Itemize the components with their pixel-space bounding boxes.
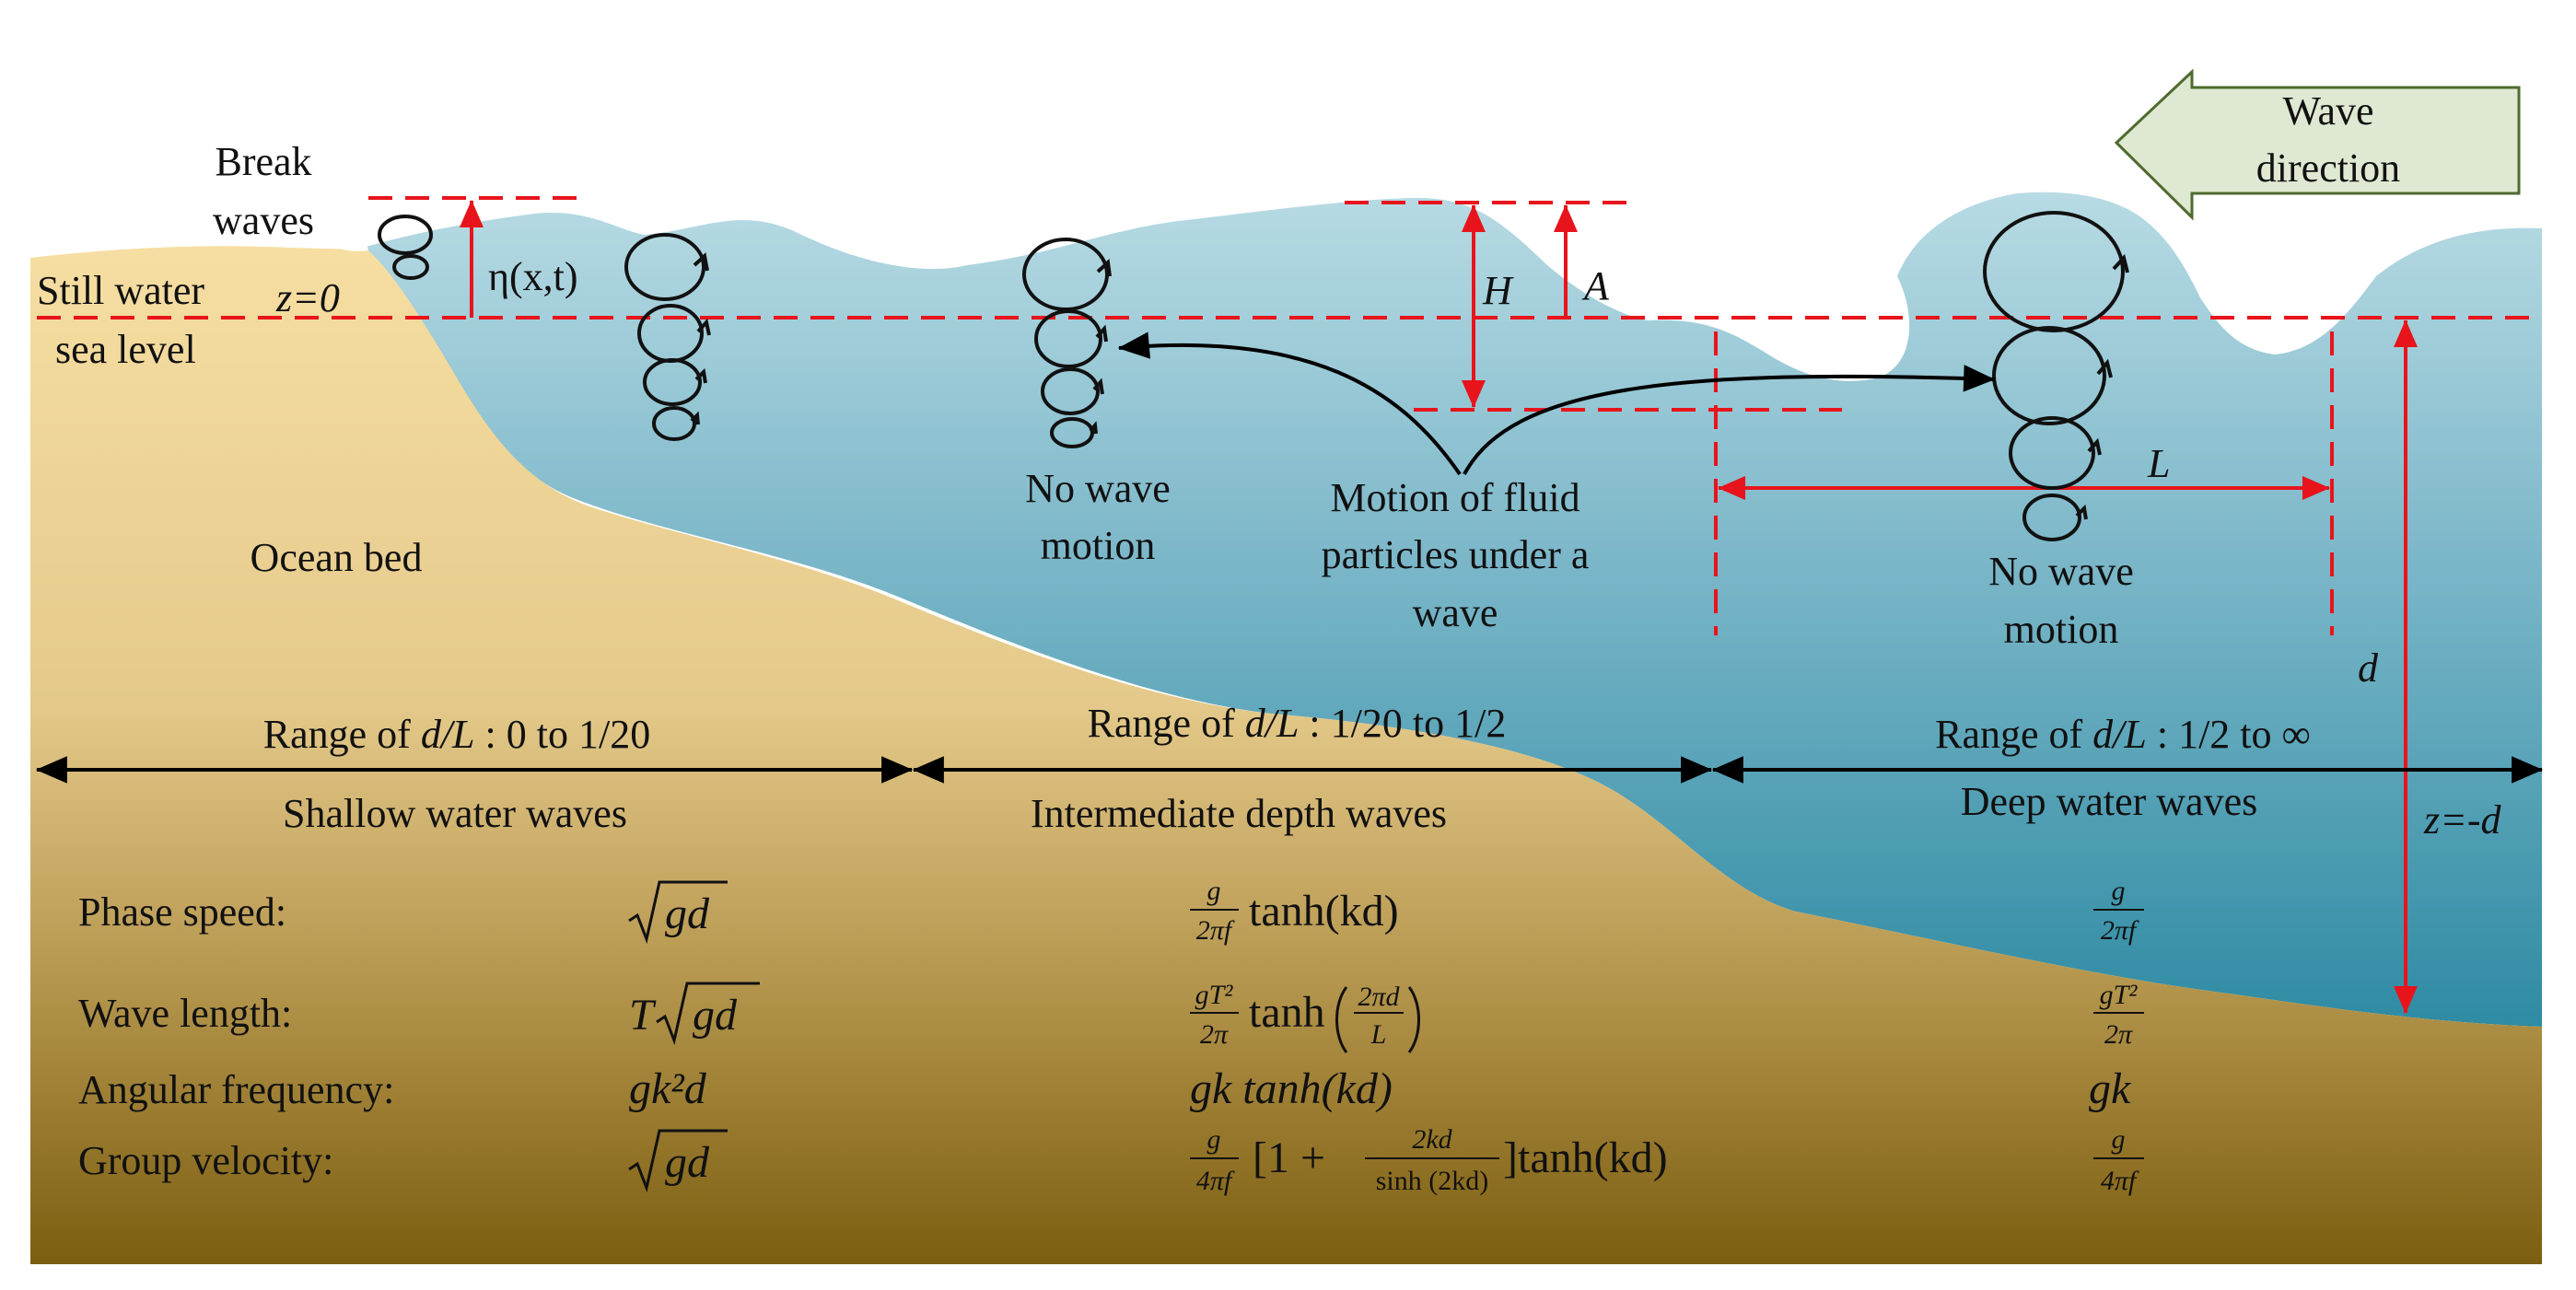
no-wave-right-label-1: No wave [1988,549,2134,594]
svg-text:g: g [1207,876,1221,906]
ocean-bed-label: Ocean bed [251,535,423,580]
name-intermediate: Intermediate depth waves [1031,791,1447,836]
name-shallow: Shallow water waves [283,791,627,836]
no-wave-left-label-1: No wave [1025,466,1171,511]
break-waves-label-2: waves [213,198,314,243]
svg-text:gT²: gT² [1195,980,1234,1010]
fluid-motion-label-2: particles under a [1322,532,1590,577]
intermediate-wave-length: gT² 2π tanh 2πd L [1190,980,1420,1053]
svg-text:tanh: tanh [1249,988,1325,1037]
orbit-mid-2 [1034,309,1102,368]
svg-text:2kd: 2kd [1412,1124,1452,1155]
zd-label: z=-d [2423,797,2501,843]
row-phase-speed: Phase speed: [78,889,286,935]
svg-text:T: T [629,991,657,1040]
svg-text:g: g [2112,876,2126,906]
svg-text:L: L [1370,1019,1387,1050]
svg-text:g: g [2112,1124,2126,1155]
deep-wave-length: gT² 2π [2093,980,2144,1050]
svg-text:tanh(kd): tanh(kd) [1249,887,1399,936]
no-wave-left-label-2: motion [1041,523,1156,568]
H-label: H [1482,268,1514,313]
intermediate-angular-frequency: gk tanh(kd) [1190,1064,1393,1113]
svg-text:]tanh(kd): ]tanh(kd) [1503,1133,1668,1182]
row-wave-length: Wave length: [78,991,292,1036]
orbit-deep-1 [1983,211,2125,332]
intermediate-group-velocity: g 4πf [1 + 2kd sinh (2kd) ]tanh(kd) [1190,1124,1668,1196]
still-water-label-1: Still water [37,268,204,313]
no-wave-right-label-2: motion [2004,607,2119,652]
shallow-group-velocity: gd [628,1129,728,1193]
water-region [359,192,2542,1027]
deep-group-velocity: g 4πf [2093,1124,2144,1196]
wave-direction-label-2: direction [2256,145,2400,191]
svg-text:gT²: gT² [2100,980,2139,1010]
svg-text:gd: gd [665,889,710,938]
row-angular-frequency: Angular frequency: [78,1067,394,1112]
name-deep: Deep water waves [1961,779,2258,824]
wave-direction-label-1: Wave [2282,88,2373,134]
fluid-motion-label-3: wave [1413,590,1498,635]
svg-text:4πf: 4πf [1196,1166,1235,1196]
orbit-shallow-4 [652,406,696,441]
range-label-deep: Range of d/L : 1/2 to ∞ [1935,712,2311,757]
svg-text:[1 +: [1 + [1253,1133,1325,1182]
svg-text:2πd: 2πd [1358,982,1400,1012]
svg-text:4πf: 4πf [2101,1166,2139,1196]
fluid-motion-label-1: Motion of fluid [1330,475,1579,520]
orbit-break-1 [378,215,433,255]
svg-text:gd: gd [693,991,738,1040]
fluid-motion-arrow-right [1463,365,1996,475]
deep-angular-frequency: gk [2089,1064,2132,1113]
still-water-label-2: sea level [55,327,196,372]
fluid-motion-arrow-left [1117,331,1462,476]
shallow-phase-speed: gd [628,880,728,945]
range-label-intermediate: Range of d/L : 1/20 to 1/2 [1088,701,1507,746]
intermediate-phase-speed: g 2πf tanh(kd) [1190,876,1399,946]
svg-text:g: g [1207,1124,1221,1155]
d-label: d [2358,645,2379,691]
L-label: L [2147,441,2170,486]
wave-direction-arrow: Wave direction [2114,68,2521,221]
orbit-shallow-1 [624,233,705,301]
deep-phase-speed: g 2πf [2093,876,2144,946]
shallow-angular-frequency: gk²d [629,1064,707,1113]
ocean-bed [30,246,2542,1265]
orbit-shallow-3 [643,358,702,406]
break-wave-cap [321,207,368,251]
svg-text:2πf: 2πf [1196,915,1235,946]
svg-text:2π: 2π [2104,1019,2133,1050]
orbit-mid-4 [1050,417,1094,448]
svg-text:2π: 2π [1200,1019,1229,1050]
eta-label: η(x,t) [488,254,578,299]
break-waves-label-1: Break [215,139,311,184]
shallow-wave-length: T gd [629,982,760,1046]
svg-text:2πf: 2πf [2101,915,2139,946]
orbit-mid-3 [1041,367,1100,415]
range-label-shallow: Range of d/L : 0 to 1/20 [263,712,650,757]
A-label: A [1581,263,1610,308]
svg-text:gd: gd [665,1138,710,1187]
z0-label: z=0 [275,275,340,320]
orbit-deep-3 [2009,416,2095,490]
orbit-mid-1 [1022,238,1109,311]
orbit-deep-4 [2022,494,2081,541]
row-group-velocity: Group velocity: [78,1138,333,1183]
svg-text:sinh (2kd): sinh (2kd) [1376,1166,1489,1196]
orbit-break-2 [392,254,429,280]
